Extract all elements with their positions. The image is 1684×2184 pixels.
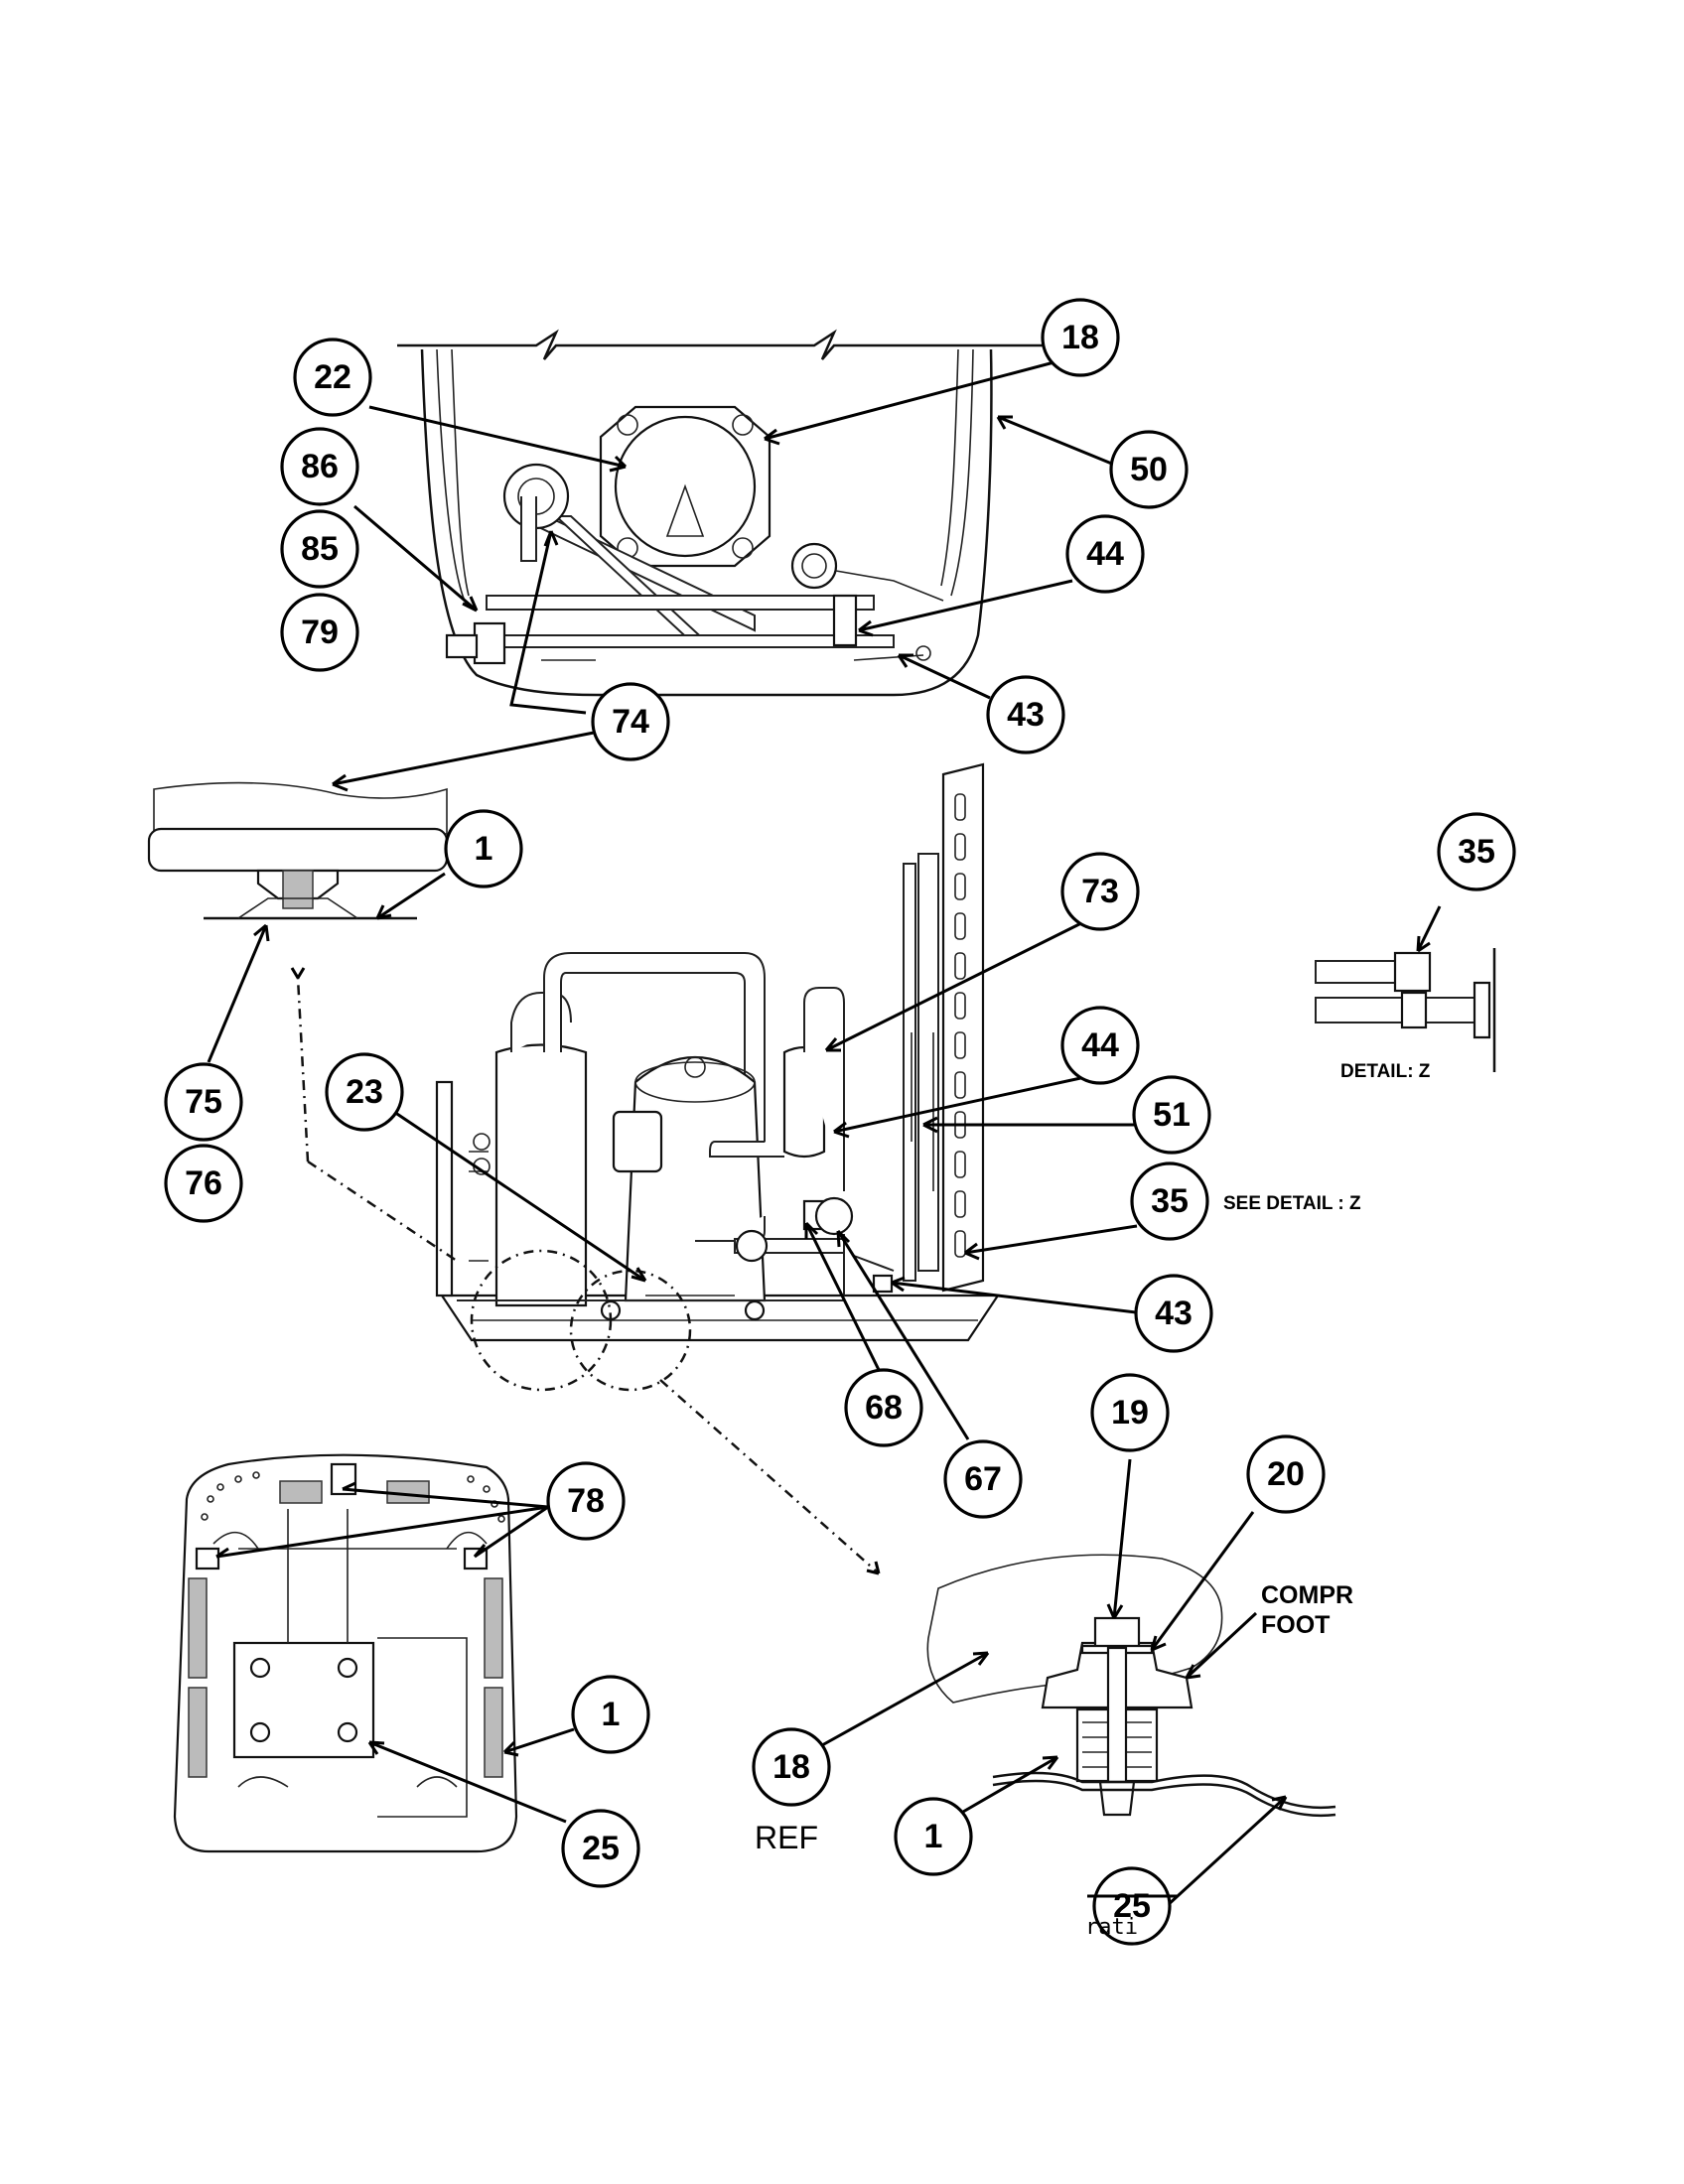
- svg-text:68: 68: [865, 1389, 903, 1427]
- svg-text:44: 44: [1081, 1026, 1119, 1064]
- svg-text:76: 76: [185, 1164, 222, 1202]
- callout-35-detail[interactable]: 35: [1437, 812, 1516, 891]
- watermark-fragment: rati: [1085, 1915, 1138, 1940]
- callout-74[interactable]: 74: [591, 682, 670, 761]
- svg-text:67: 67: [964, 1460, 1002, 1498]
- svg-text:78: 78: [567, 1482, 605, 1520]
- svg-text:79: 79: [301, 614, 339, 651]
- callout-79[interactable]: 79: [280, 593, 359, 672]
- svg-text:86: 86: [301, 448, 339, 485]
- callout-18-ref[interactable]: 18: [752, 1727, 831, 1807]
- svg-text:1: 1: [475, 830, 493, 868]
- svg-text:43: 43: [1155, 1295, 1193, 1332]
- svg-text:85: 85: [301, 530, 339, 568]
- callout-25-base[interactable]: 25: [561, 1809, 640, 1888]
- svg-text:43: 43: [1007, 696, 1045, 734]
- callout-20[interactable]: 20: [1246, 1434, 1326, 1514]
- svg-text:18: 18: [1061, 319, 1099, 356]
- callout-51[interactable]: 51: [1132, 1075, 1211, 1155]
- callout-85[interactable]: 85: [280, 509, 359, 589]
- callout-1-foot[interactable]: 1: [444, 809, 523, 888]
- callout-73[interactable]: 73: [1060, 852, 1140, 931]
- top-view-assembly: [397, 329, 1043, 697]
- compressor-foot-detail: [926, 1554, 1336, 1818]
- text-labels: DETAIL: Z SEE DETAIL : Z COMPR FOOT REF …: [755, 1061, 1431, 1940]
- svg-text:51: 51: [1153, 1096, 1191, 1134]
- svg-text:73: 73: [1081, 873, 1119, 910]
- ref-label: REF: [755, 1820, 818, 1855]
- detail-z-label: DETAIL: Z: [1340, 1061, 1431, 1082]
- svg-text:18: 18: [772, 1748, 810, 1786]
- svg-text:1: 1: [924, 1818, 943, 1855]
- callout-43-top[interactable]: 43: [986, 675, 1065, 754]
- callout-35-mid[interactable]: 35: [1130, 1161, 1209, 1241]
- svg-text:22: 22: [314, 358, 351, 396]
- callout-43-mid[interactable]: 43: [1134, 1274, 1213, 1353]
- callout-1-base[interactable]: 1: [571, 1675, 650, 1754]
- detail-z-drawing: [1315, 948, 1496, 1072]
- svg-text:25: 25: [582, 1830, 620, 1867]
- callout-44-mid[interactable]: 44: [1060, 1006, 1140, 1085]
- svg-text:35: 35: [1458, 833, 1495, 871]
- callout-50[interactable]: 50: [1109, 430, 1189, 509]
- svg-text:1: 1: [602, 1696, 621, 1733]
- compr-foot-label-line1: COMPR: [1261, 1581, 1353, 1609]
- isolator-foot-detail: [147, 781, 449, 920]
- callout-23[interactable]: 23: [325, 1052, 404, 1132]
- svg-text:74: 74: [612, 703, 649, 741]
- svg-text:75: 75: [185, 1083, 222, 1121]
- callout-76[interactable]: 76: [164, 1144, 243, 1223]
- callout-86[interactable]: 86: [280, 427, 359, 506]
- callout-25-detail[interactable]: 25: [1092, 1866, 1172, 1946]
- leader-lines: [207, 353, 1442, 1908]
- callout-22[interactable]: 22: [293, 338, 372, 417]
- callouts: 18 22 50 86 85 79 44 43 74 1 75 76 73 35…: [164, 298, 1516, 1946]
- main-side-view-assembly: [435, 762, 1001, 1342]
- svg-text:19: 19: [1111, 1394, 1149, 1432]
- svg-text:35: 35: [1151, 1182, 1189, 1220]
- callout-68[interactable]: 68: [844, 1368, 923, 1447]
- callout-44-top[interactable]: 44: [1065, 514, 1145, 594]
- svg-text:23: 23: [346, 1073, 383, 1111]
- callout-1-detail[interactable]: 1: [894, 1797, 973, 1876]
- detail-indicators: [290, 967, 881, 1575]
- callout-19[interactable]: 19: [1090, 1373, 1170, 1452]
- svg-text:44: 44: [1086, 535, 1124, 573]
- base-pan-view: [173, 1453, 518, 1853]
- callout-78[interactable]: 78: [546, 1461, 626, 1541]
- svg-text:50: 50: [1130, 451, 1168, 488]
- svg-text:25: 25: [1113, 1887, 1151, 1925]
- see-detail-z-label: SEE DETAIL : Z: [1223, 1193, 1361, 1214]
- callout-75[interactable]: 75: [164, 1062, 243, 1142]
- svg-text:20: 20: [1267, 1455, 1305, 1493]
- compr-foot-label-line2: FOOT: [1261, 1611, 1330, 1639]
- callout-18-top[interactable]: 18: [1041, 298, 1120, 377]
- callout-67[interactable]: 67: [943, 1439, 1023, 1519]
